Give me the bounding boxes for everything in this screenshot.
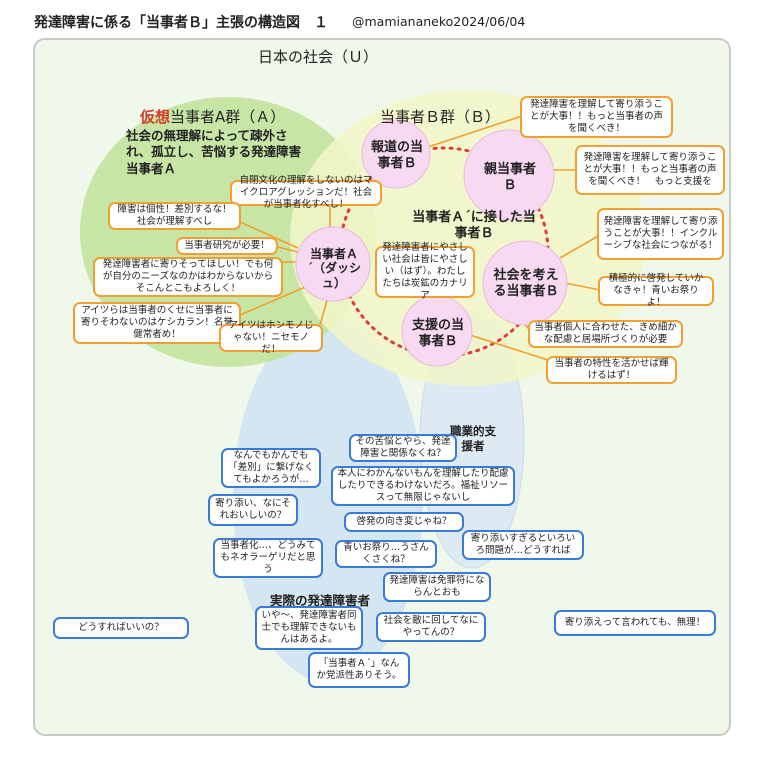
node-circle-society <box>482 240 568 326</box>
groupA-label: 仮想当事者A群（Ａ） <box>140 106 285 127</box>
groupA-description: 社会の無理解によって疎外され、孤立し、苦悩する発達障害当事者Ａ <box>126 128 302 176</box>
blue-bubble: 当事者化…、どうみてもネオラーゲリだと思う <box>213 538 323 578</box>
groupA-ellipse <box>80 97 376 367</box>
blue-bubble: 社会を敵に回してなにやってんの？ <box>376 612 486 642</box>
orange-bubble: 発達障害を理解して寄り添うことが大事！！もっと当事者の声を聞くべき！ <box>520 96 673 138</box>
node-press: 報道の当事者Ｂ <box>370 140 423 171</box>
node-society-think: 社会を考える当事者Ｂ <box>493 268 559 299</box>
blue-bubble: 寄り添えって言われても、無理！ <box>554 610 716 636</box>
blue-bubble: 寄り添い、なにそれおいしいの？ <box>208 494 298 526</box>
groupA-label-prefix: 仮想 <box>140 108 171 126</box>
blue-bubble: 発達障害は免罪符にならんとおも <box>383 572 491 602</box>
node-circle-parent <box>463 129 555 221</box>
blue-bubble: 寄り添いすぎるといろいろ問題が…どうすれば <box>462 530 584 560</box>
orange-bubble: 発達障害者に寄りそってほしい！でも何が自分のニーズなのかはわからないからそこんと… <box>93 257 283 297</box>
groupB-label: 当事者Ｂ群（Ｂ） <box>380 108 501 126</box>
orange-bubble: 発達障害を理解して寄り添うことが大事！！インクルーシブな社会につながる！ <box>597 208 724 260</box>
orange-bubble: 発達障害を理解して寄り添うことが大事！！もっと当事者の声を聞くべき！ もっと支援… <box>575 145 725 195</box>
orange-bubble: 障害は個性！差別するな！社会が理解すべし <box>108 202 241 230</box>
blue-bubble: 青いお祭り…うさんくさくね？ <box>335 540 437 568</box>
orange-bubble: 当事者個人に合わせた、きめ細かな配慮と居場所づくりが必要 <box>528 320 683 348</box>
orange-bubble: 自閉文化の理解をしないのはマイクロアグレッションだ！社会が当事者化すべし！ <box>230 175 382 210</box>
node-parent: 親当事者Ｂ <box>483 162 536 193</box>
page-title: 発達障害に係る「当事者Ｂ」主張の構造図 １ <box>34 15 328 31</box>
orange-bubble: アイツらは当事者のくせに当事者に寄りそわないのはケシカラン！名誉健常者め！ <box>73 302 241 344</box>
blue-bubble: いや～、発達障害者同士でも理解できないもんはあるよ。 <box>255 606 363 650</box>
blue-bubble: 本人にわかんないもんを理解したり配慮したりできるわけないだろ。福祉リソースって無… <box>331 466 515 506</box>
blue-bubble: どうすればいいの？ <box>53 617 189 639</box>
author-handle: @mamiananeko2024/06/04 <box>352 14 526 29</box>
blue-bubble: 「当事者Ａ´」なんか党派性ありそう。 <box>308 652 410 688</box>
contactB-label: 当事者Ａ´に接した当事者Ｂ <box>412 210 536 241</box>
groupA-label-rest: 当事者A群（Ａ） <box>170 108 286 126</box>
blue-bubble: その苦悩とやら、発達障害と関係なくね？ <box>349 434 457 462</box>
orange-bubble: アイツはホンモノじゃない！ニセモノだ！ <box>219 320 323 355</box>
node-support: 支援の当事者Ｂ <box>411 318 464 349</box>
node-dash: 当事者Ａ´（ダッシュ） <box>306 247 361 290</box>
node-circle-dash <box>295 226 371 302</box>
orange-bubble: 当事者の特性を活かせば輝けるはず！ <box>546 356 677 384</box>
node-circle-press <box>361 119 431 189</box>
professional-label: 職業的支援者 <box>450 424 496 453</box>
blue-bubble: なんでもかんでも「差別」に繋げなくてもよかろうが… <box>221 448 321 488</box>
blue-bubble: 啓発の向き変じゃね？ <box>344 512 464 532</box>
orange-bubble: 積極的に啓発していかなきゃ！青いお祭りよ！ <box>598 273 714 308</box>
actual-label: 実際の発達障害者 <box>270 593 371 608</box>
orange-bubble: 発達障害者にやさしい社会は皆にやさしい（はず）。わたしたちは炭鉱のカナリア <box>375 242 475 301</box>
orange-bubble: 当事者研究が必要！ <box>176 237 278 255</box>
actual-disabled-ellipse <box>233 318 423 682</box>
society-label: 日本の社会（Ｕ） <box>258 48 379 66</box>
